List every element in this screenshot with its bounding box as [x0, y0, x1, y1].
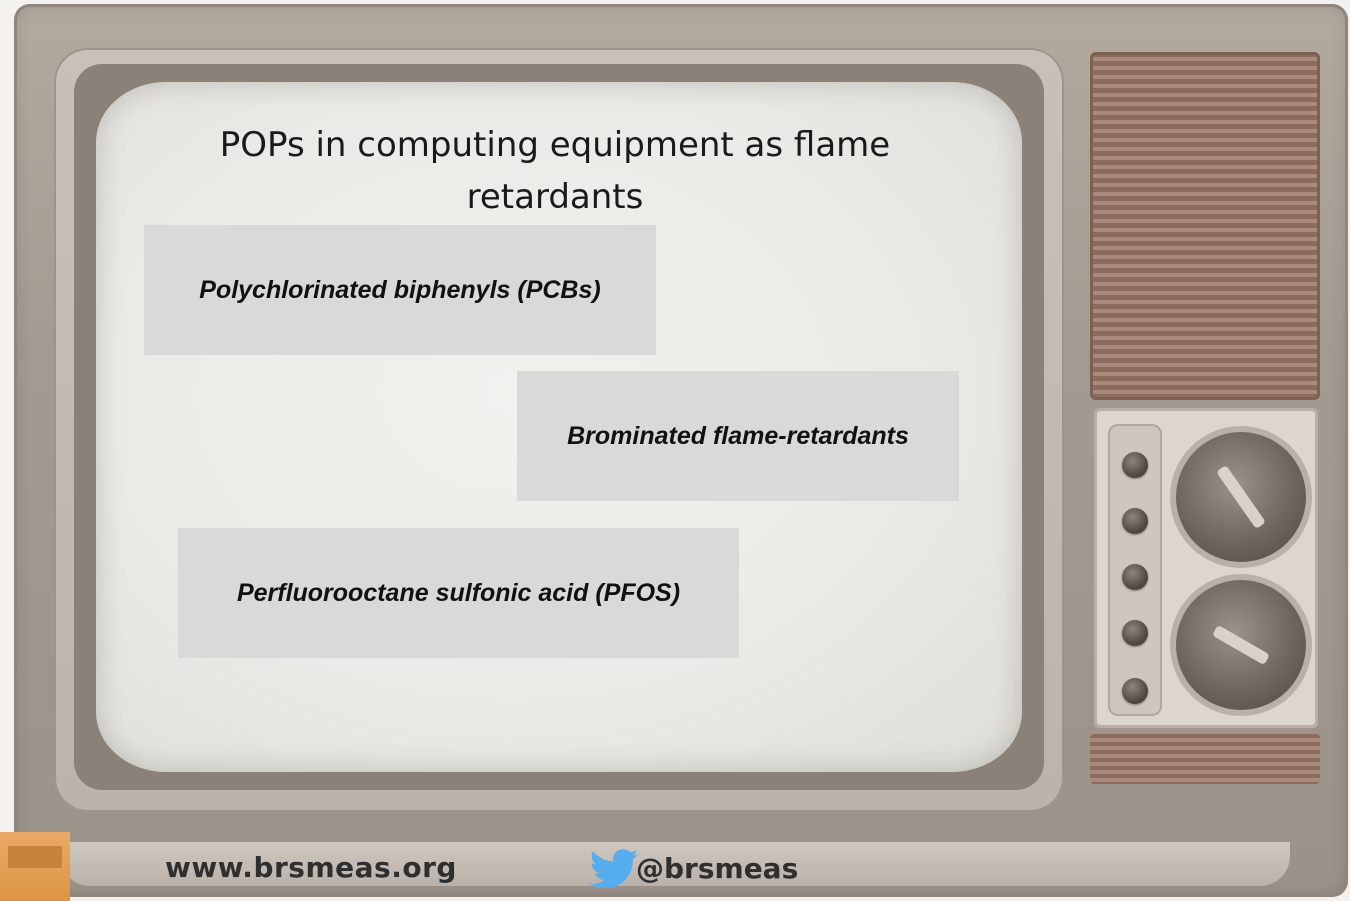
website-link[interactable]: www.brsmeas.org	[165, 851, 457, 884]
footer-logo-tab	[0, 832, 70, 901]
pop-item-pcbs: Polychlorinated biphenyls (PCBs)	[144, 225, 656, 355]
tv-knob-icon	[1122, 564, 1148, 590]
tv-base	[60, 842, 1290, 886]
twitter-bird-icon	[589, 849, 638, 888]
pop-item-label: Polychlorinated biphenyls (PCBs)	[199, 275, 601, 304]
tv-knob-icon	[1122, 452, 1148, 478]
pop-item-label: Perfluorooctane sulfonic acid (PFOS)	[236, 578, 681, 607]
twitter-link[interactable]: @brsmeas	[588, 848, 798, 888]
tv-lower-grille	[1090, 734, 1320, 784]
tv-knob-icon	[1122, 620, 1148, 646]
pop-item-brominated: Brominated flame-retardants	[517, 371, 959, 501]
tv-tuning-dial-icon	[1176, 580, 1306, 710]
pop-item-label: Brominated flame-retardants	[567, 421, 909, 450]
twitter-handle: @brsmeas	[636, 851, 799, 885]
slide-title: POPs in computing equipment as flame ret…	[219, 124, 891, 217]
pop-item-pfos: Perfluorooctane sulfonic acid (PFOS)	[178, 528, 739, 658]
tv-knob-icon	[1122, 508, 1148, 534]
tv-speaker-grille	[1090, 52, 1320, 400]
tv-knob-icon	[1122, 678, 1148, 704]
tv-channel-dial-icon	[1176, 432, 1306, 562]
